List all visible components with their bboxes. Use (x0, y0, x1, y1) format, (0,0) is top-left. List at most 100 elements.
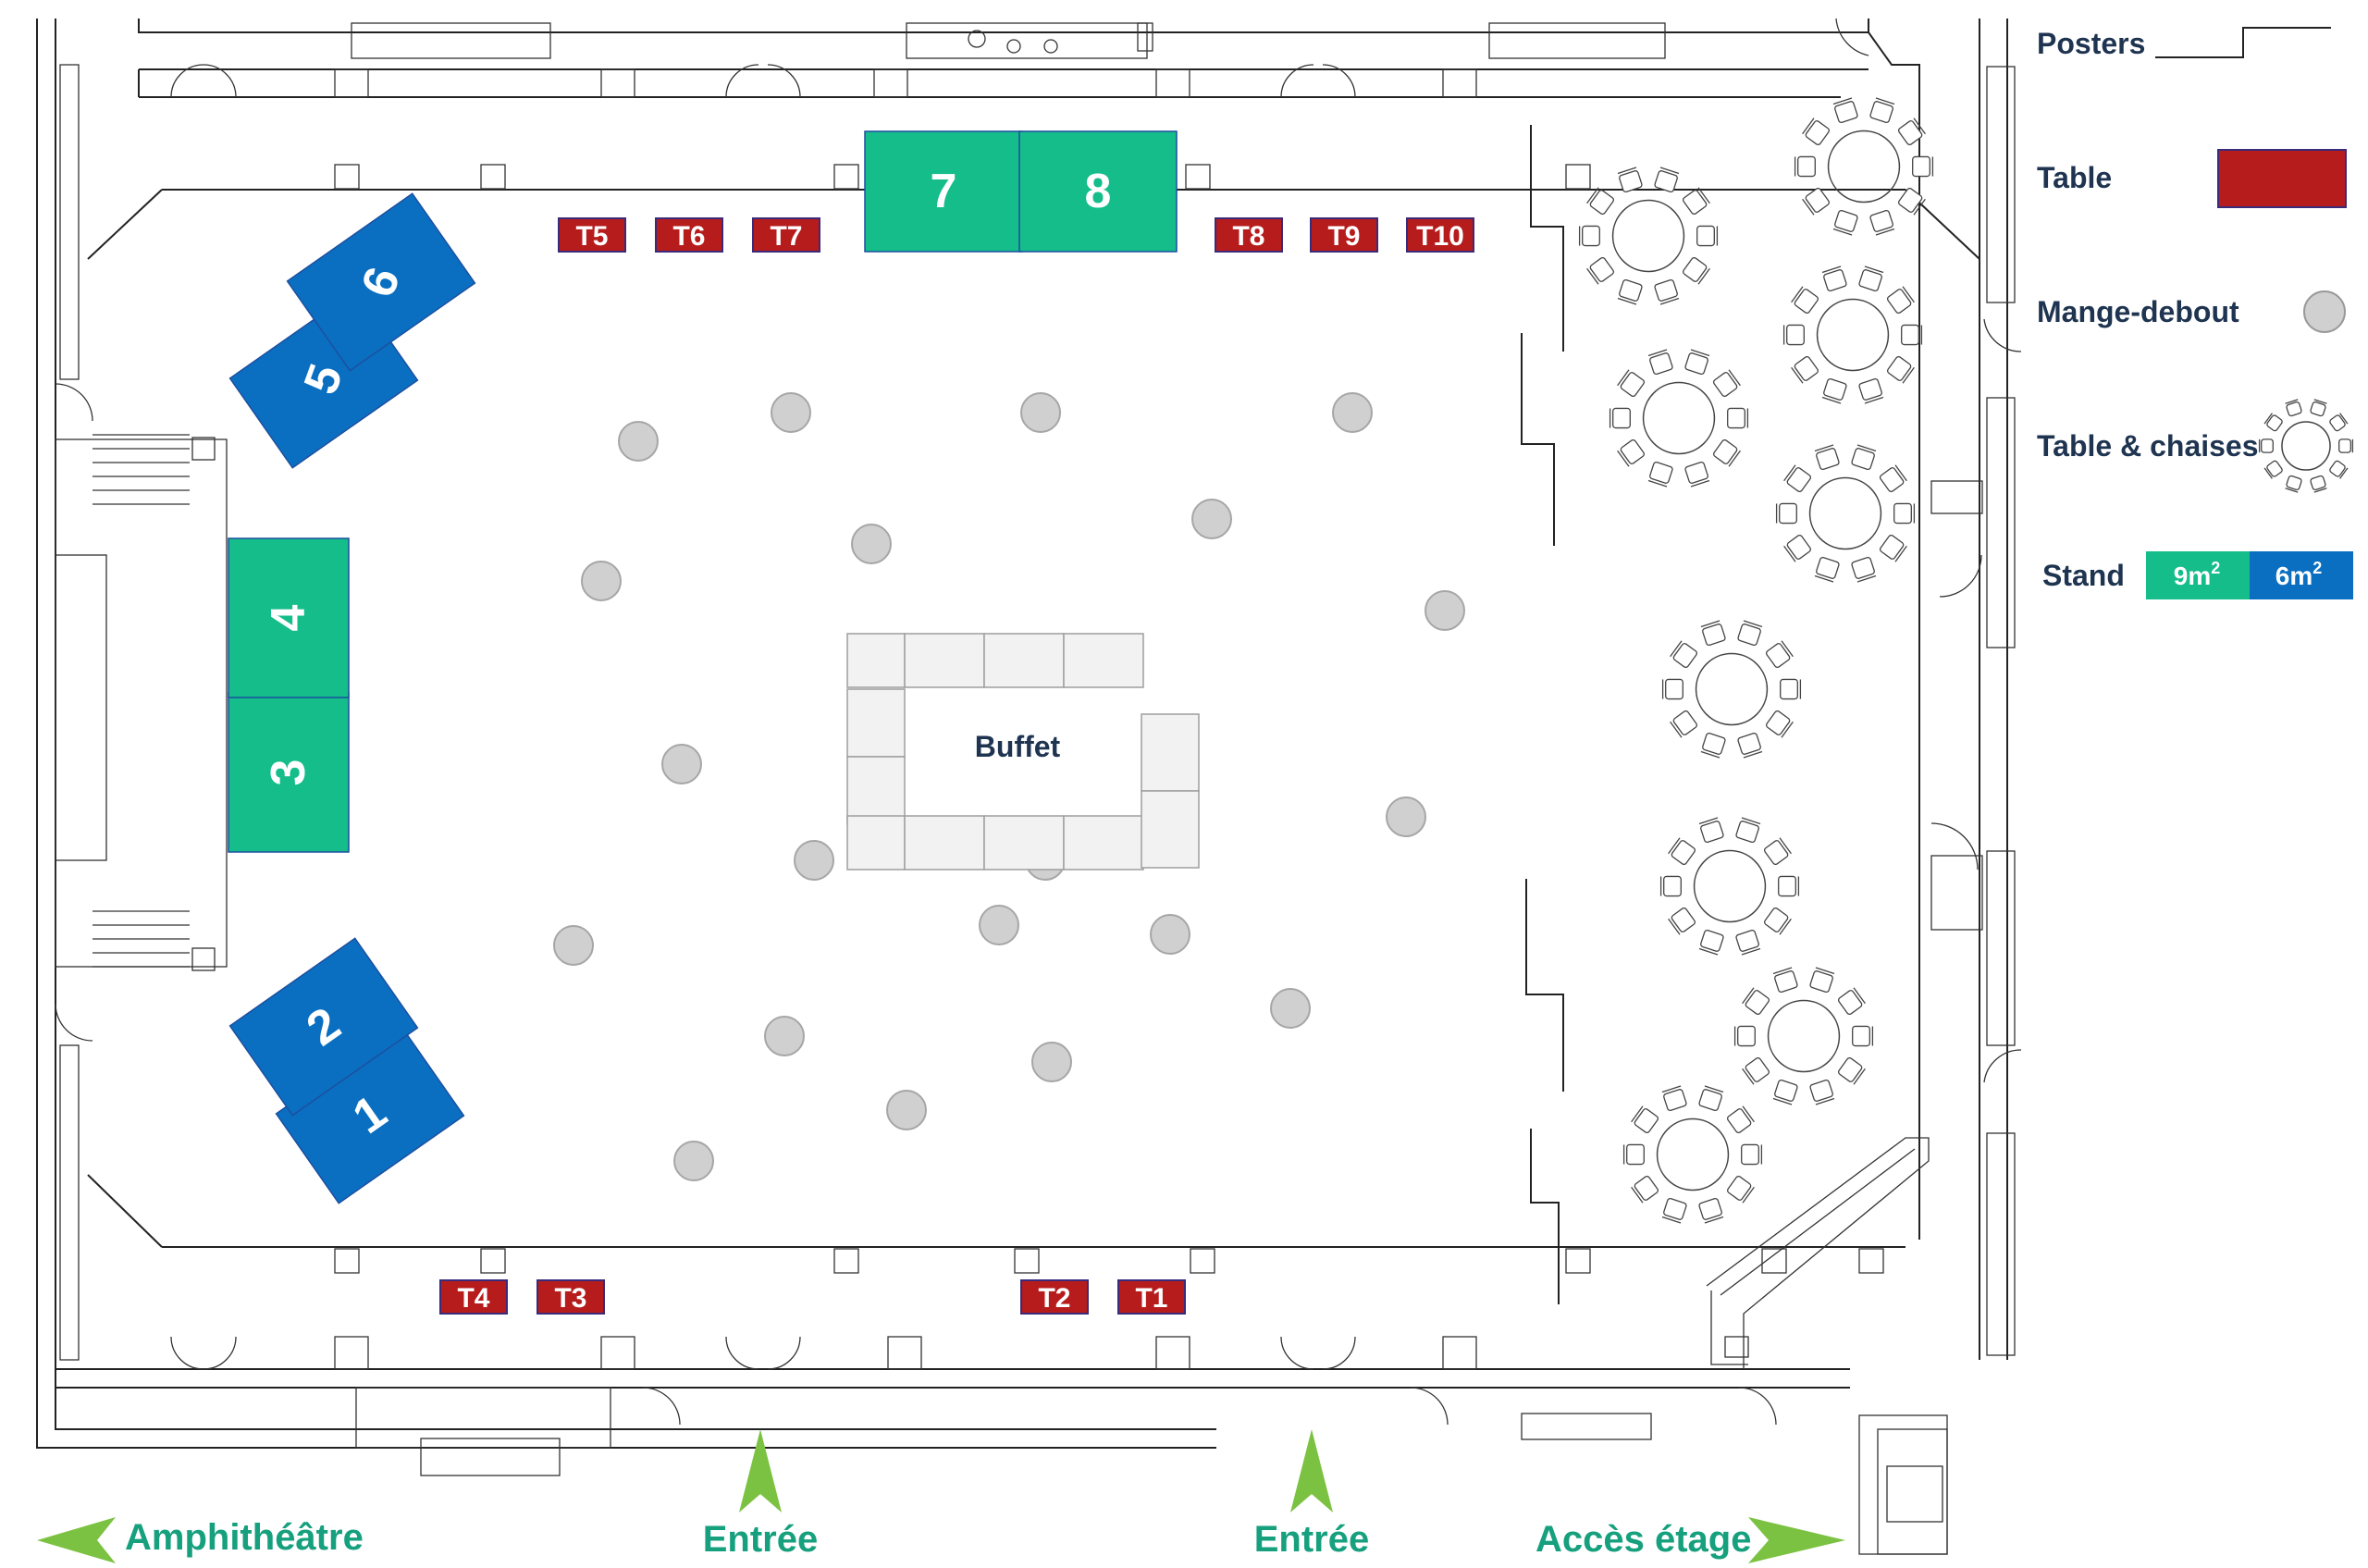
chair-icon (1668, 907, 1696, 935)
chair-icon (1631, 1105, 1659, 1134)
table-label: T9 (1327, 221, 1360, 252)
legend-table-chaises-icon (2258, 399, 2354, 493)
arrow-up-icon (1290, 1429, 1333, 1512)
chair-icon (2285, 399, 2302, 417)
chair-icon (2310, 399, 2327, 417)
chair-icon (2329, 413, 2349, 432)
poster-table-T5: T5 (558, 217, 626, 253)
legend-stand-label: Stand (2042, 559, 2125, 592)
chair-icon (1742, 987, 1770, 1016)
entree-right-label: Entrée (1254, 1519, 1370, 1560)
chair-icon (1851, 556, 1877, 583)
buffet-segment (846, 633, 906, 688)
stand-2: 2 (228, 937, 419, 1117)
table-chaises-layer (1578, 97, 1934, 1224)
stand-label: 8 (1085, 165, 1112, 218)
chair-icon (1879, 534, 1907, 562)
chair-icon (2285, 475, 2302, 493)
chair-icon (1821, 377, 1847, 404)
buffet-segment (846, 688, 906, 758)
stand-label: 4 (262, 604, 315, 631)
stand-1: 1 (275, 1025, 465, 1204)
chair-icon (1684, 349, 1710, 376)
mange-debout (1150, 914, 1190, 955)
table-chaises (1661, 620, 1802, 759)
poster-table-T9: T9 (1310, 217, 1378, 253)
stand-6: 6 (286, 192, 476, 372)
table-label: T4 (457, 1283, 489, 1314)
legend-stand-9m2-swatch (2146, 551, 2250, 599)
stand-8: 8 (1018, 130, 1178, 253)
chair-icon (1647, 349, 1673, 376)
chair-icon (1670, 710, 1698, 738)
stand-box (1018, 130, 1178, 253)
chair-icon (1682, 256, 1710, 285)
mange-debout (1270, 988, 1311, 1029)
legend-mange-debout-swatch (2303, 290, 2346, 333)
chair-icon (1783, 464, 1812, 493)
chair-icon (2263, 460, 2283, 479)
chair-icon (2310, 475, 2327, 493)
chair-icon (1696, 225, 1719, 247)
chair-icon (1886, 286, 1915, 315)
buffet-segment (1063, 815, 1144, 870)
legend-stand-6m2-swatch (2250, 551, 2353, 599)
mange-debout (764, 1016, 805, 1056)
chair-icon (1698, 1085, 1724, 1112)
chair-icon (1698, 929, 1724, 956)
chair-icon (1783, 534, 1812, 562)
mange-debout (851, 524, 892, 564)
mange-debout (771, 392, 811, 433)
buffet-segment (904, 633, 985, 688)
poster-table-T2: T2 (1020, 1279, 1089, 1315)
poster-table-T8: T8 (1215, 217, 1283, 253)
stand-4: 4 (228, 537, 350, 698)
chair-icon (1858, 265, 1884, 292)
table-label: T2 (1038, 1283, 1070, 1314)
directions: Amphithéâtre Entrée Entrée Accès étage (37, 1429, 1845, 1563)
chair-icon (1772, 1079, 1798, 1105)
chair-icon (1851, 444, 1877, 471)
poster-table-T10: T10 (1406, 217, 1474, 253)
poster-table-T6: T6 (655, 217, 723, 253)
table-label: T10 (1416, 221, 1464, 252)
chair-icon (1879, 464, 1907, 493)
chair-icon (1727, 407, 1749, 429)
arrow-left-icon (37, 1517, 116, 1563)
poster-table-T7: T7 (752, 217, 820, 253)
chair-icon (1661, 1085, 1687, 1112)
chair-icon (1659, 875, 1682, 897)
chair-icon (1741, 1143, 1763, 1166)
chair-icon (1735, 929, 1761, 956)
chair-icon (1578, 225, 1600, 247)
buffet-segment (1141, 790, 1200, 869)
mange-debout (886, 1090, 927, 1130)
chair-icon (2263, 413, 2283, 432)
chair-icon (1617, 438, 1646, 467)
chair-icon (1700, 732, 1726, 759)
entree-left-label: Entrée (703, 1519, 819, 1560)
buffet-segment (983, 633, 1065, 688)
table-label: T8 (1232, 221, 1264, 252)
mange-debout (673, 1141, 714, 1181)
poster-table-T3: T3 (536, 1279, 605, 1315)
legend-stand-6m2-label: 6m2 (2276, 559, 2322, 590)
legend-posters-label: Posters (2037, 27, 2145, 60)
mange-debout-layer (553, 392, 1465, 1181)
stand-box (228, 537, 350, 698)
mange-debout (1386, 796, 1426, 837)
chair-icon (1698, 817, 1724, 844)
chair-icon (1682, 187, 1710, 216)
mange-debout (553, 925, 594, 966)
table-chaises (1659, 817, 1800, 956)
buffet-segment (1063, 633, 1144, 688)
buffet-segment (983, 815, 1065, 870)
chair-icon (1609, 407, 1631, 429)
chair-icon (1912, 155, 1934, 178)
chair-icon (1821, 265, 1847, 292)
arrow-up-icon (739, 1429, 782, 1512)
table-chaises (1609, 349, 1749, 488)
table-chaises (1622, 1085, 1763, 1224)
amphitheatre-label: Amphithéâtre (125, 1517, 364, 1558)
